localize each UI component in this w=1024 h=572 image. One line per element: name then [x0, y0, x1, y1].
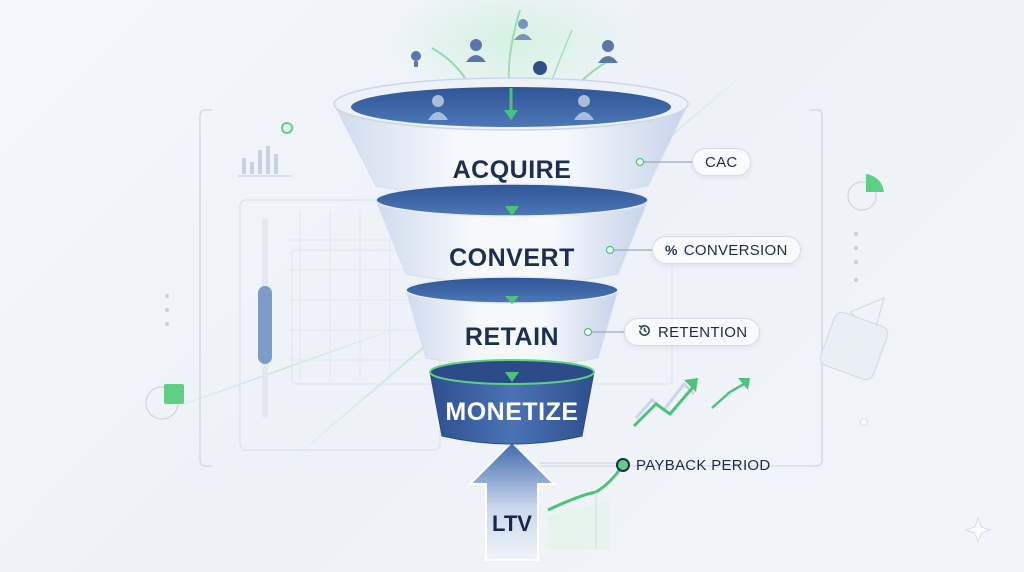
stage-label-acquire: ACQUIRE — [453, 156, 572, 184]
payback-label: PAYBACK PERIOD — [636, 456, 771, 474]
ltv-label: LTV — [492, 511, 532, 536]
payback-period-marker: PAYBACK PERIOD — [616, 455, 771, 475]
stage-label-convert: CONVERT — [449, 244, 575, 272]
ltv-arrow — [467, 440, 557, 561]
stage-label-monetize: MONETIZE — [445, 398, 578, 426]
metric-label-cac: CAC — [705, 153, 738, 171]
metric-label-conversion: CONVERSION — [683, 241, 788, 259]
person-icon — [514, 19, 532, 40]
funnel: ACQUIRE CONVERT RETAIN MONETIZE — [333, 77, 689, 445]
lightbulb-icon — [411, 51, 421, 67]
metric-chip-conversion: % CONVERSION — [652, 236, 801, 264]
stage-label-retain: RETAIN — [465, 323, 559, 351]
payback-dot — [616, 458, 630, 472]
stage-monetize — [429, 359, 595, 445]
metric-chip-cac: CAC — [692, 148, 751, 176]
stage-retain — [405, 276, 619, 367]
metric-chip-retention: RETENTION — [624, 318, 761, 346]
stage-convert — [375, 183, 649, 285]
background-decor — [139, 0, 992, 550]
stage-acquire — [333, 77, 689, 199]
connectors — [583, 157, 692, 337]
person-icon — [466, 39, 486, 62]
person-icon — [598, 40, 618, 63]
history-icon — [637, 323, 652, 341]
percent-icon: % — [665, 242, 678, 258]
metric-label-retention: RETENTION — [658, 323, 748, 341]
